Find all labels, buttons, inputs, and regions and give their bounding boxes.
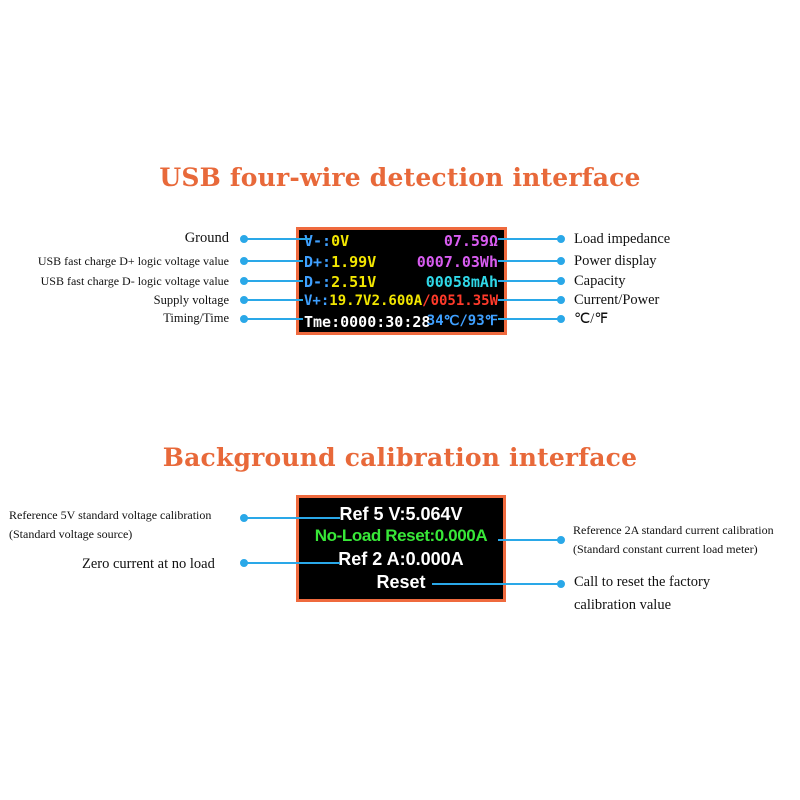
vminus-label: V-: bbox=[304, 232, 332, 250]
current-power-row: 2.600A/0051.35W bbox=[372, 293, 498, 309]
label-ref5-line2: (Standard voltage source) bbox=[9, 527, 133, 541]
dminus-label: D-: bbox=[304, 273, 332, 291]
label-reset-line1: Call to reset the factory bbox=[574, 574, 711, 590]
calibration-screen: Ref 5 V:5.064V No-Load Reset:0.000A Ref … bbox=[296, 495, 506, 602]
reset-option[interactable]: Reset bbox=[376, 572, 426, 592]
power-value: /0051.35W bbox=[422, 293, 498, 309]
dplus-value: 1.99V bbox=[331, 253, 377, 271]
vplus-value: 19.7V bbox=[329, 293, 372, 309]
ref2-value: Ref 2 A:0.000A bbox=[338, 549, 464, 569]
label-capacity: Capacity bbox=[574, 273, 626, 289]
temperature-value: 34℃/93℉ bbox=[426, 313, 498, 329]
current-value: 2.600A bbox=[371, 293, 423, 309]
time-value: 0000:30:28 bbox=[340, 313, 431, 331]
label-reset-line2: calibration value bbox=[574, 597, 672, 613]
label-ref2-line2: (Standard constant current load meter) bbox=[573, 542, 758, 556]
dplus-label: D+: bbox=[304, 253, 332, 271]
ground-row: V-:0V bbox=[304, 232, 349, 250]
dminus-row: D-:2.51V bbox=[304, 273, 376, 291]
label-ref2-line1: Reference 2A standard current calibratio… bbox=[573, 523, 774, 537]
label-zero-current: Zero current at no load bbox=[82, 556, 215, 572]
section2-title: Background calibration interface bbox=[162, 443, 638, 472]
supply-row: V+:19.7V bbox=[304, 293, 371, 309]
ref5-value: Ref 5 V:5.064V bbox=[339, 504, 463, 524]
section1-title: USB four-wire detection interface bbox=[159, 163, 641, 192]
dminus-value: 2.51V bbox=[331, 273, 377, 291]
energy-value: 0007.03Wh bbox=[416, 253, 498, 271]
usb-detection-screen: V-:0V 07.59Ω D+:1.99V 0007.03Wh D-:2.51V… bbox=[296, 227, 507, 335]
label-current-power: Current/Power bbox=[574, 292, 660, 308]
time-row: Tme:0000:30:28 bbox=[304, 313, 430, 331]
label-supply: Supply voltage bbox=[153, 293, 229, 307]
label-timing: Timing/Time bbox=[163, 311, 229, 325]
label-ground: Ground bbox=[184, 230, 229, 246]
vplus-label: V+: bbox=[304, 293, 330, 309]
label-temperature-unit: ℃/℉ bbox=[574, 311, 609, 327]
vminus-value: 0V bbox=[331, 232, 350, 250]
label-dminus: USB fast charge D- logic voltage value bbox=[40, 274, 229, 288]
label-dplus: USB fast charge D+ logic voltage value bbox=[37, 254, 229, 268]
impedance-value: 07.59Ω bbox=[443, 232, 498, 250]
label-ref5-line1: Reference 5V standard voltage calibratio… bbox=[9, 508, 212, 522]
label-load-impedance: Load impedance bbox=[574, 231, 671, 247]
capacity-value: 00058mAh bbox=[425, 273, 498, 291]
label-power-display: Power display bbox=[574, 253, 657, 269]
time-label: Tme: bbox=[304, 313, 341, 331]
dplus-row: D+:1.99V bbox=[304, 253, 376, 271]
noload-value: No-Load Reset:0.000A bbox=[314, 526, 488, 545]
